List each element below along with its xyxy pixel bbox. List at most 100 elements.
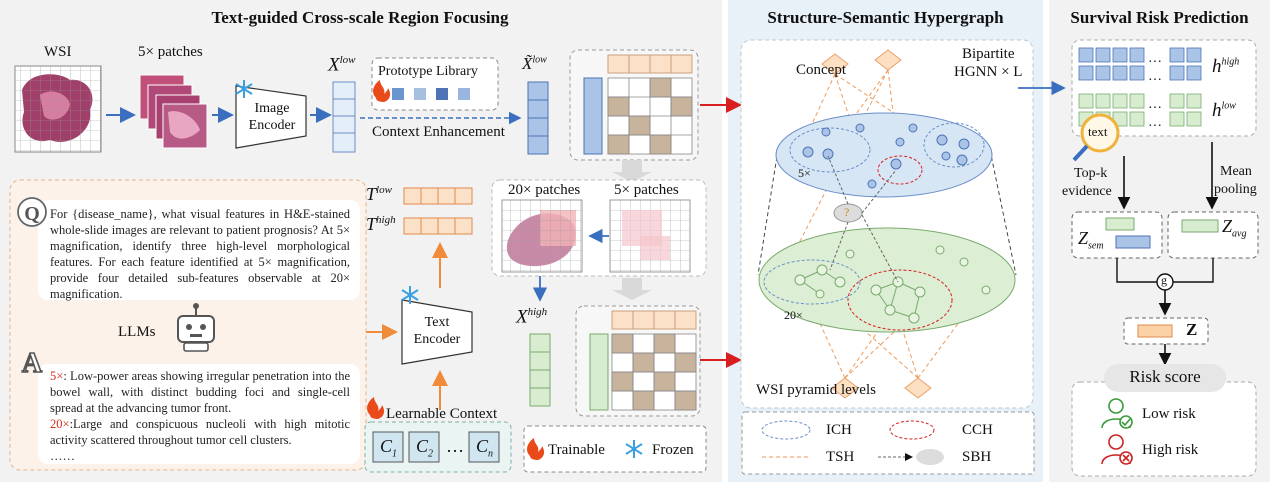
x-low-vector	[332, 81, 356, 153]
text-encoder-label: Text Encoder	[413, 315, 461, 347]
x-tilde-low-sup: low	[532, 54, 547, 66]
learnable-context-label: Learnable Context	[386, 406, 498, 422]
robot-icon	[177, 303, 215, 352]
prompt-question-text: For {disease_name}, what visual features…	[50, 207, 350, 301]
context-token-1: C1	[380, 436, 397, 460]
x-tilde-low-symbol: X̃	[522, 54, 533, 73]
text-encoder-block	[401, 299, 473, 365]
context-token-1-symbol: C	[380, 436, 393, 456]
concept-label: Concept	[796, 62, 846, 78]
grey-down-arrow-2	[612, 278, 652, 300]
answer-20x-tag: 20×	[50, 417, 70, 431]
t-high-symbol: T	[366, 214, 377, 234]
svg-text:…: …	[1148, 69, 1162, 84]
h-low-symbol: h	[1212, 100, 1222, 121]
sbh-question-mark: ?	[844, 205, 850, 219]
context-token-ellipsis: …	[446, 436, 464, 456]
z-final-label: Z	[1186, 320, 1198, 339]
mean-pooling-label-2: pooling	[1214, 182, 1257, 197]
top-matrix	[583, 54, 693, 155]
legend-ich-symbol	[761, 420, 811, 440]
patch-stack	[139, 74, 208, 149]
svg-text:Q: Q	[24, 203, 40, 225]
legend-cch-symbol	[889, 420, 935, 440]
mean-pooling-label-1: Mean	[1220, 164, 1252, 179]
z-avg-symbol: Z	[1222, 216, 1233, 236]
prototype-library-label: Prototype Library	[378, 64, 478, 79]
t-low-symbol: T	[366, 184, 377, 204]
context-token-2-symbol: C	[416, 436, 429, 456]
x-low-label: Xlow	[328, 54, 356, 76]
answer-5x-text: : Low-power areas showing irregular pene…	[50, 369, 350, 415]
frozen-label: Frozen	[652, 442, 694, 458]
wsi-label: WSI	[44, 44, 72, 60]
legend-ich-label: ICH	[826, 422, 852, 438]
snowflake-icon	[625, 440, 643, 458]
legend-sbh-label: SBH	[962, 449, 992, 465]
text-tag: text	[1088, 124, 1108, 139]
trainable-label: Trainable	[548, 442, 605, 458]
x-high-label: Xhigh	[516, 306, 547, 328]
wsi-thumbnail	[14, 65, 102, 153]
snowflake-icon	[401, 286, 419, 304]
gate-label: g	[1161, 273, 1167, 287]
prompt-question-card	[38, 200, 360, 300]
risk-panel	[1071, 381, 1257, 477]
patches-5x-grid	[609, 199, 691, 273]
answer-5x-tag: 5×	[50, 369, 64, 383]
trainable-frozen-legend	[523, 425, 707, 473]
image-encoder-label: Image Encoder	[248, 101, 296, 133]
level-20x-label: 20×	[784, 308, 803, 322]
legend-tsh-label: TSH	[826, 449, 855, 465]
svg-text:A: A	[22, 348, 43, 379]
bipartite-label: Bipartite	[962, 46, 1015, 62]
pyramid-label: WSI pyramid levels	[756, 382, 876, 398]
context-token-n: Cn	[476, 436, 493, 460]
patches-5x-label-2: 5× patches	[614, 182, 679, 198]
answer-20x-text: :Large and conspicuous nucleoli with hig…	[50, 417, 350, 447]
x-high-vector	[529, 333, 551, 407]
level-5x-label: 5×	[798, 166, 811, 180]
context-token-n-sub: n	[488, 448, 494, 460]
t-low-label: Tlow	[366, 184, 392, 205]
answer-icon: A	[21, 347, 44, 380]
image-encoder-block	[235, 85, 307, 149]
llms-label: LLMs	[118, 324, 156, 340]
h-high-rows	[1078, 47, 1202, 81]
snowflake-icon	[235, 80, 253, 98]
risk-score-label: Risk score	[1129, 367, 1201, 386]
left-section-title: Text-guided Cross-scale Region Focusing	[211, 8, 509, 27]
high-risk-icon	[1101, 434, 1133, 465]
h-high-symbol: h	[1212, 56, 1222, 77]
z-sem-label: Zsem	[1078, 228, 1104, 252]
t-low-vector	[403, 187, 473, 205]
prompt-answer: 5×: Low-power areas showing irregular pe…	[50, 368, 350, 464]
z-sem-symbol: Z	[1078, 228, 1089, 248]
legend-cch-label: CCH	[962, 422, 993, 438]
x-low-sup: low	[339, 54, 356, 66]
hypergraph-panel	[740, 39, 1034, 409]
question-icon: Q	[17, 197, 47, 227]
context-enhancement-label: Context Enhancement	[372, 124, 505, 140]
low-risk-label: Low risk	[1142, 406, 1196, 422]
x-high-sup: high	[527, 306, 548, 318]
concept-node	[831, 377, 859, 399]
bottom-matrix	[589, 310, 697, 411]
x-tilde-low-label: X̃low	[522, 54, 547, 74]
patches-5x-label: 5× patches	[138, 44, 203, 60]
h-high-sup: high	[1221, 56, 1240, 68]
prompt-answer-card	[38, 364, 360, 464]
t-high-label: Thigh	[366, 214, 396, 235]
topk-label-2: evidence	[1062, 184, 1112, 199]
risk-score-pill	[1104, 364, 1226, 392]
x-high-symbol: X	[516, 306, 528, 328]
middle-section-title: Structure-Semantic Hypergraph	[767, 8, 1004, 27]
hgnn-label: HGNN × L	[954, 64, 1023, 80]
low-risk-icon	[1101, 398, 1133, 429]
z-sem-sub: sem	[1088, 240, 1104, 252]
z-avg-label: Zavg	[1222, 216, 1246, 240]
x-tilde-low-vector	[527, 81, 549, 155]
svg-text:…: …	[1148, 115, 1162, 130]
x-low-symbol: X	[328, 54, 340, 76]
